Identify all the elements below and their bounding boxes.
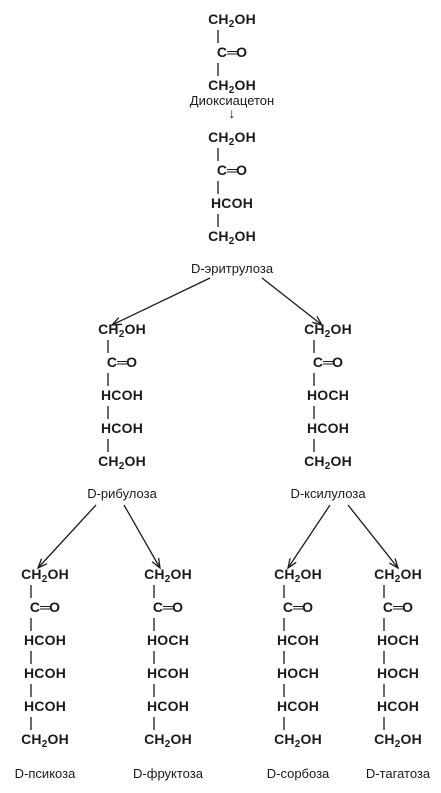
arrow-erythrulose-ribulose-head	[110, 317, 123, 326]
arrow-ribulose-psicose-head	[36, 558, 48, 570]
d-sorbose-name: D-сорбоза	[266, 766, 330, 781]
d-ribulose-group: CH2OH	[98, 453, 146, 472]
d-sorbose-group: HCOH	[276, 632, 320, 648]
d-xylulose-group: CH2OH	[304, 321, 352, 340]
arrow-ribulose-fructose-head	[151, 558, 161, 570]
arrow-erythrulose-xylulose	[261, 277, 323, 326]
d-xylulose-group: HOCH	[306, 387, 350, 403]
d-fructose-group: CH2OH	[144, 566, 192, 585]
d-erythrulose-group: CH2OH	[208, 228, 256, 247]
d-psicose-group: C═O	[29, 599, 61, 615]
d-ribulose-group: C═O	[106, 354, 138, 370]
d-psicose-group: HCOH	[23, 698, 67, 714]
d-tagatose-group: C═O	[382, 599, 414, 615]
d-fructose-group: CH2OH	[144, 731, 192, 750]
d-ribulose-name: D-рибулоза	[87, 486, 157, 501]
d-sorbose-group: C═O	[282, 599, 314, 615]
dihydroxyacetone-group: CH2OH	[208, 11, 256, 30]
d-tagatose-group: HOCH	[376, 632, 420, 648]
d-fructose-group: C═O	[152, 599, 184, 615]
arrow-ribulose-psicose	[37, 504, 97, 569]
dihydroxyacetone-group: CH2OH	[208, 77, 256, 96]
d-erythrulose-group: C═O	[216, 162, 248, 178]
d-tagatose-group: HCOH	[376, 698, 420, 714]
d-erythrulose-name: D-эритрулоза	[190, 261, 274, 276]
dihydroxyacetone-name: Диоксиацетон	[189, 93, 275, 108]
d-ribulose-group: HCOH	[100, 420, 144, 436]
d-psicose-name: D-псикоза	[14, 766, 76, 781]
arrow-xylulose-sorbose-head	[287, 558, 297, 570]
d-psicose-group: CH2OH	[21, 566, 69, 585]
arrow-xylulose-sorbose	[287, 504, 331, 569]
d-xylulose-name: D-ксилулоза	[290, 486, 366, 501]
d-ribulose-group: CH2OH	[98, 321, 146, 340]
d-tagatose-group: CH2OH	[374, 731, 422, 750]
arrow-erythrulose-xylulose-head	[312, 316, 324, 327]
d-psicose-group: CH2OH	[21, 731, 69, 750]
d-fructose-group: HCOH	[146, 665, 190, 681]
d-sorbose-group: CH2OH	[274, 731, 322, 750]
d-fructose-group: HCOH	[146, 698, 190, 714]
d-sorbose-group: HCOH	[276, 698, 320, 714]
d-fructose-group: HOCH	[146, 632, 190, 648]
d-psicose-group: HCOH	[23, 632, 67, 648]
arrow-ribulose-fructose	[123, 504, 161, 569]
d-sorbose-group: CH2OH	[274, 566, 322, 585]
d-sorbose-group: HOCH	[276, 665, 320, 681]
d-fructose-name: D-фруктоза	[133, 766, 203, 781]
d-erythrulose-group: HCOH	[210, 195, 254, 211]
step-arrow-icon: ↓	[228, 105, 236, 121]
arrow-xylulose-tagatose	[347, 504, 399, 569]
d-xylulose-group: CH2OH	[304, 453, 352, 472]
d-psicose-group: HCOH	[23, 665, 67, 681]
d-ribulose-group: HCOH	[100, 387, 144, 403]
d-tagatose-group: HOCH	[376, 665, 420, 681]
d-xylulose-group: HCOH	[306, 420, 350, 436]
arrow-erythrulose-ribulose	[111, 277, 211, 326]
d-erythrulose-group: CH2OH	[208, 129, 256, 148]
arrow-xylulose-tagatose-head	[388, 558, 400, 570]
d-tagatose-name: D-тагатоза	[365, 766, 431, 781]
d-xylulose-group: C═O	[312, 354, 344, 370]
d-tagatose-group: CH2OH	[374, 566, 422, 585]
dihydroxyacetone-group: C═O	[216, 44, 248, 60]
